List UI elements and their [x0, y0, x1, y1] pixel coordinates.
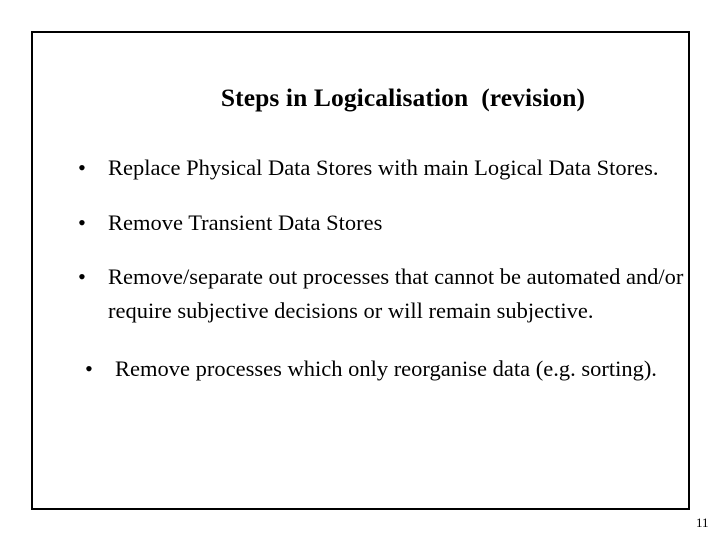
bullet-marker-icon: • — [78, 155, 86, 180]
bullet-marker-icon: • — [85, 356, 93, 381]
bullet-item-1-text: Replace Physical Data Stores with main L… — [108, 155, 659, 180]
slide-border-frame: Steps in Logicalisation (revision) • Repl… — [31, 31, 709, 530]
bullet-item-2-text: Remove Transient Data Stores — [108, 209, 383, 235]
bullet-item-2: • Remove Transient Data Stores — [78, 206, 720, 240]
slide-title: Steps in Logicalisation (revision) — [220, 83, 586, 112]
bullet-item-3: • Remove/separate out processes that cann… — [78, 260, 720, 327]
bullet-item-4-text: Remove processes which only reorganise d… — [115, 356, 657, 381]
page-number: 11 — [696, 515, 709, 530]
bullet-item-3-text: Remove/separate out processes that canno… — [108, 264, 684, 323]
bullet-marker-icon: • — [78, 264, 86, 289]
bullet-list: • Replace Physical Data Stores with main … — [78, 151, 720, 386]
bullet-marker-icon: • — [78, 209, 86, 235]
bullet-item-1: • Replace Physical Data Stores with main … — [78, 151, 720, 185]
bullet-item-4: • Remove processes which only reorganise … — [85, 352, 720, 386]
